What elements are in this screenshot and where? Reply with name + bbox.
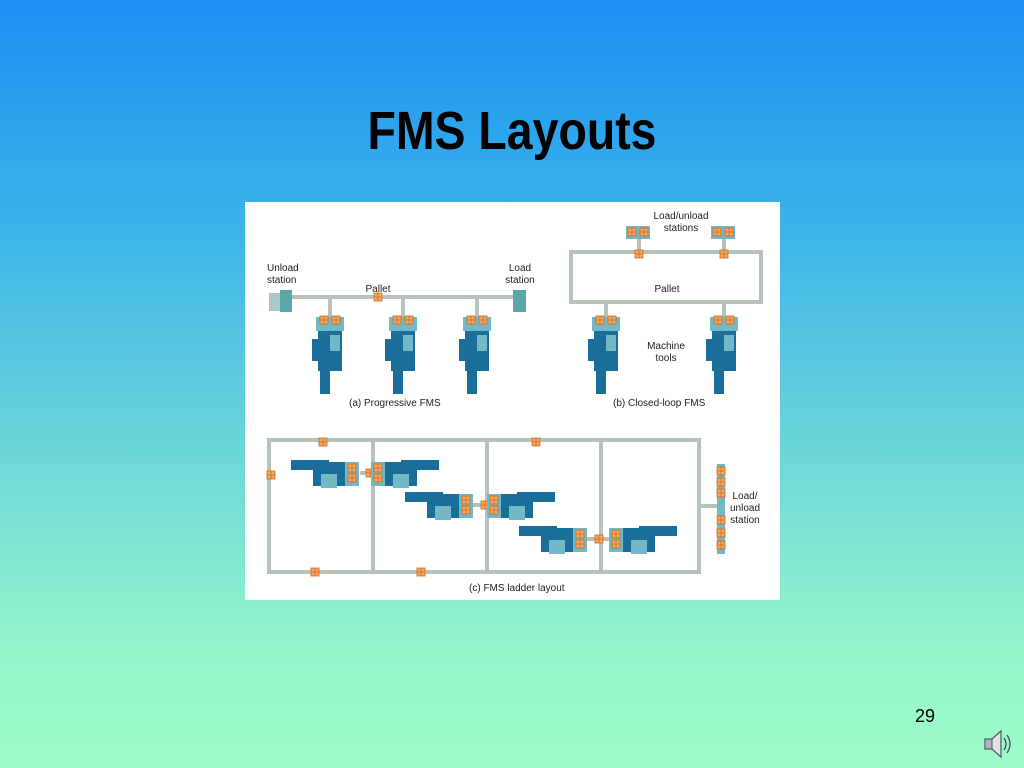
load-station-label-1: Load bbox=[509, 263, 531, 274]
progressive-fms: Unload station Load station Pallet (a) P… bbox=[267, 263, 535, 409]
fms-diagram: Unload station Load station Pallet (a) P… bbox=[266, 211, 763, 594]
load-station-label-2: station bbox=[505, 275, 534, 286]
ladder-rung bbox=[371, 442, 375, 572]
ladder-load-unload-label-3: station bbox=[730, 515, 759, 526]
machine-tool bbox=[609, 526, 677, 554]
slide-title: FMS Layouts bbox=[367, 101, 657, 161]
machine-tool bbox=[312, 316, 344, 394]
closed-loop-fms: Load/unload stations Pallet Machine tool… bbox=[569, 211, 763, 409]
ladder-caption: (c) FMS ladder layout bbox=[469, 583, 565, 594]
pallet-label: Pallet bbox=[365, 284, 390, 295]
ladder-load-unload-label-2: unload bbox=[730, 503, 760, 514]
machine-tool bbox=[588, 316, 620, 394]
machine-tool bbox=[371, 460, 439, 488]
fms-layouts-figure: Unload station Load station Pallet (a) P… bbox=[245, 202, 780, 600]
closed-loop-pallet-label: Pallet bbox=[654, 284, 679, 295]
machine-tool bbox=[487, 492, 555, 520]
progressive-track bbox=[269, 295, 525, 299]
page-number: 29 bbox=[914, 706, 936, 726]
progressive-caption: (a) Progressive FMS bbox=[349, 398, 441, 409]
machine-tools-label-1: Machine bbox=[647, 341, 685, 352]
machine-tool bbox=[405, 492, 473, 520]
ladder-load-unload-label-1: Load/ bbox=[732, 491, 757, 502]
load-unload-label-2: stations bbox=[664, 223, 698, 234]
load-station bbox=[513, 290, 526, 312]
machine-tool bbox=[385, 316, 417, 394]
ladder-fms: Load/ unload station (c) FMS ladder layo… bbox=[266, 437, 760, 594]
ladder-rung bbox=[599, 442, 603, 572]
load-unload-label-1: Load/unload bbox=[653, 211, 708, 222]
unload-station-label-2: station bbox=[267, 275, 296, 286]
machine-tool bbox=[459, 316, 491, 394]
machine-tools-label-2: tools bbox=[655, 353, 676, 364]
load-unload-station bbox=[717, 464, 725, 554]
machine-tool bbox=[519, 526, 587, 554]
speaker-icon[interactable] bbox=[982, 726, 1016, 762]
closed-loop-track bbox=[569, 250, 763, 304]
closed-loop-caption: (b) Closed-loop FMS bbox=[613, 398, 706, 409]
machine-tool bbox=[291, 460, 359, 488]
unload-station bbox=[280, 290, 292, 312]
machine-tool bbox=[706, 316, 738, 394]
unload-station-label-1: Unload bbox=[267, 263, 299, 274]
